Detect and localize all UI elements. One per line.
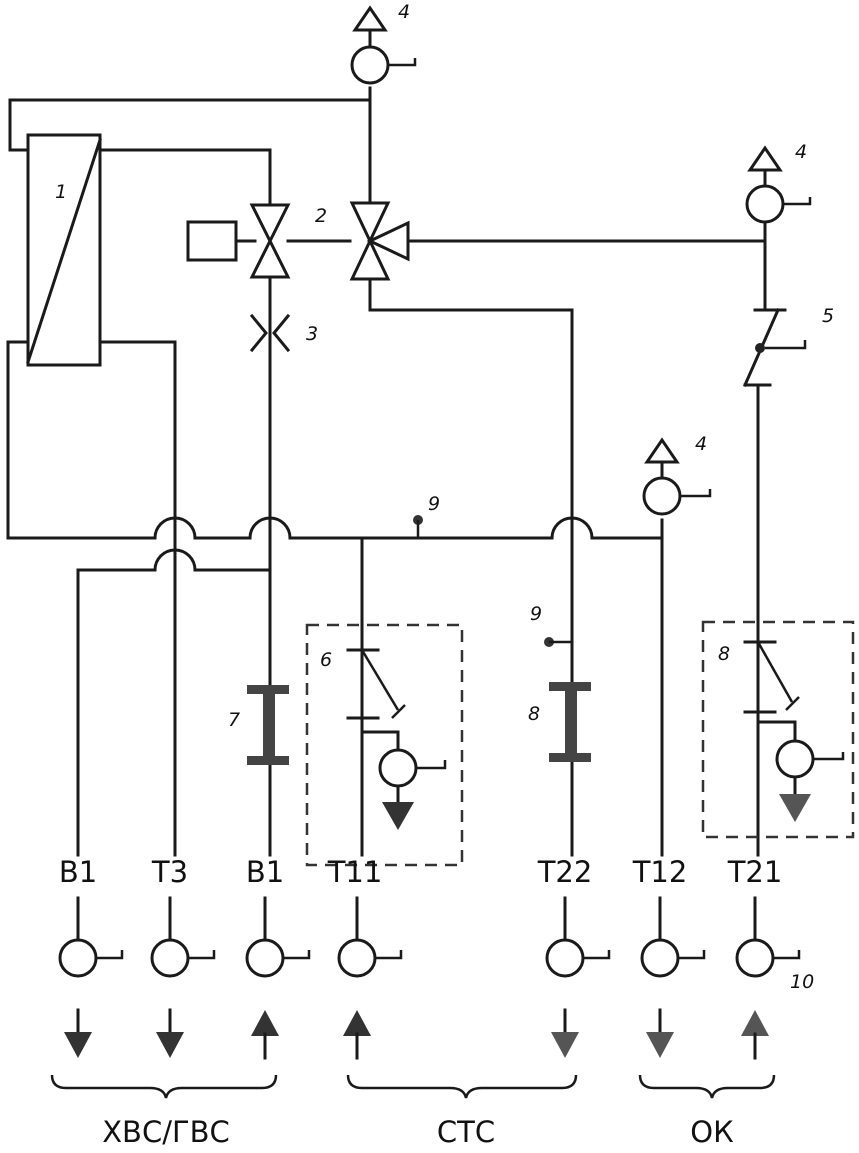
pipe-label-t12: Т12 — [632, 855, 688, 889]
label-sensor-t12: 4 — [695, 433, 707, 455]
label-temp-point: 9 — [428, 493, 440, 515]
label-sensor-right: 4 — [795, 141, 807, 163]
pipe-label-t11: Т11 — [327, 855, 383, 889]
label-sensor-top: 4 — [398, 1, 410, 23]
sensor-t12 — [642, 437, 712, 516]
throttle — [249, 275, 291, 547]
group-heating: СТС — [437, 1115, 495, 1149]
label-temp-point-return: 9 — [530, 603, 542, 625]
sensor-top — [350, 5, 417, 85]
bottom-sensors — [58, 896, 801, 978]
label-pump-group-ok: 8 — [718, 643, 730, 665]
pipe-label-t3: Т3 — [151, 855, 188, 889]
check-valve — [743, 308, 807, 387]
collector-line — [153, 516, 664, 540]
hx-return — [6, 340, 157, 540]
label-throttle: 3 — [306, 323, 318, 345]
group-hot-water: ХВС/ГВС — [102, 1115, 230, 1149]
group-ok: ОК — [690, 1115, 734, 1149]
label-filter-hot: 7 — [228, 709, 240, 731]
label-check-valve: 5 — [822, 305, 834, 327]
pipe-label-b1-right: В1 — [246, 855, 284, 889]
label-sensor-bottom: 10 — [790, 971, 814, 993]
label-heat-exchanger: 1 — [55, 181, 67, 203]
return-branch — [368, 277, 574, 524]
pipe-label-t21: Т21 — [727, 855, 783, 889]
filter-hot — [247, 685, 289, 765]
three-way-valve — [349, 201, 410, 281]
heat-exchanger — [26, 133, 102, 367]
flow-arrows — [64, 1008, 769, 1060]
hx-out-t3 — [98, 340, 177, 524]
label-filter-return: 8 — [528, 703, 540, 725]
filter-return — [549, 682, 591, 762]
pump-group-ok — [701, 620, 855, 839]
pipe-label-t22: Т22 — [537, 855, 593, 889]
label-pump-group: 6 — [320, 649, 332, 671]
top-loop-lines — [8, 86, 372, 207]
group-braces — [50, 1074, 776, 1099]
label-valve: 2 — [315, 205, 327, 227]
actuator — [186, 220, 257, 262]
control-valve-left — [249, 203, 291, 279]
pipe-label-b1-left: В1 — [59, 855, 97, 889]
